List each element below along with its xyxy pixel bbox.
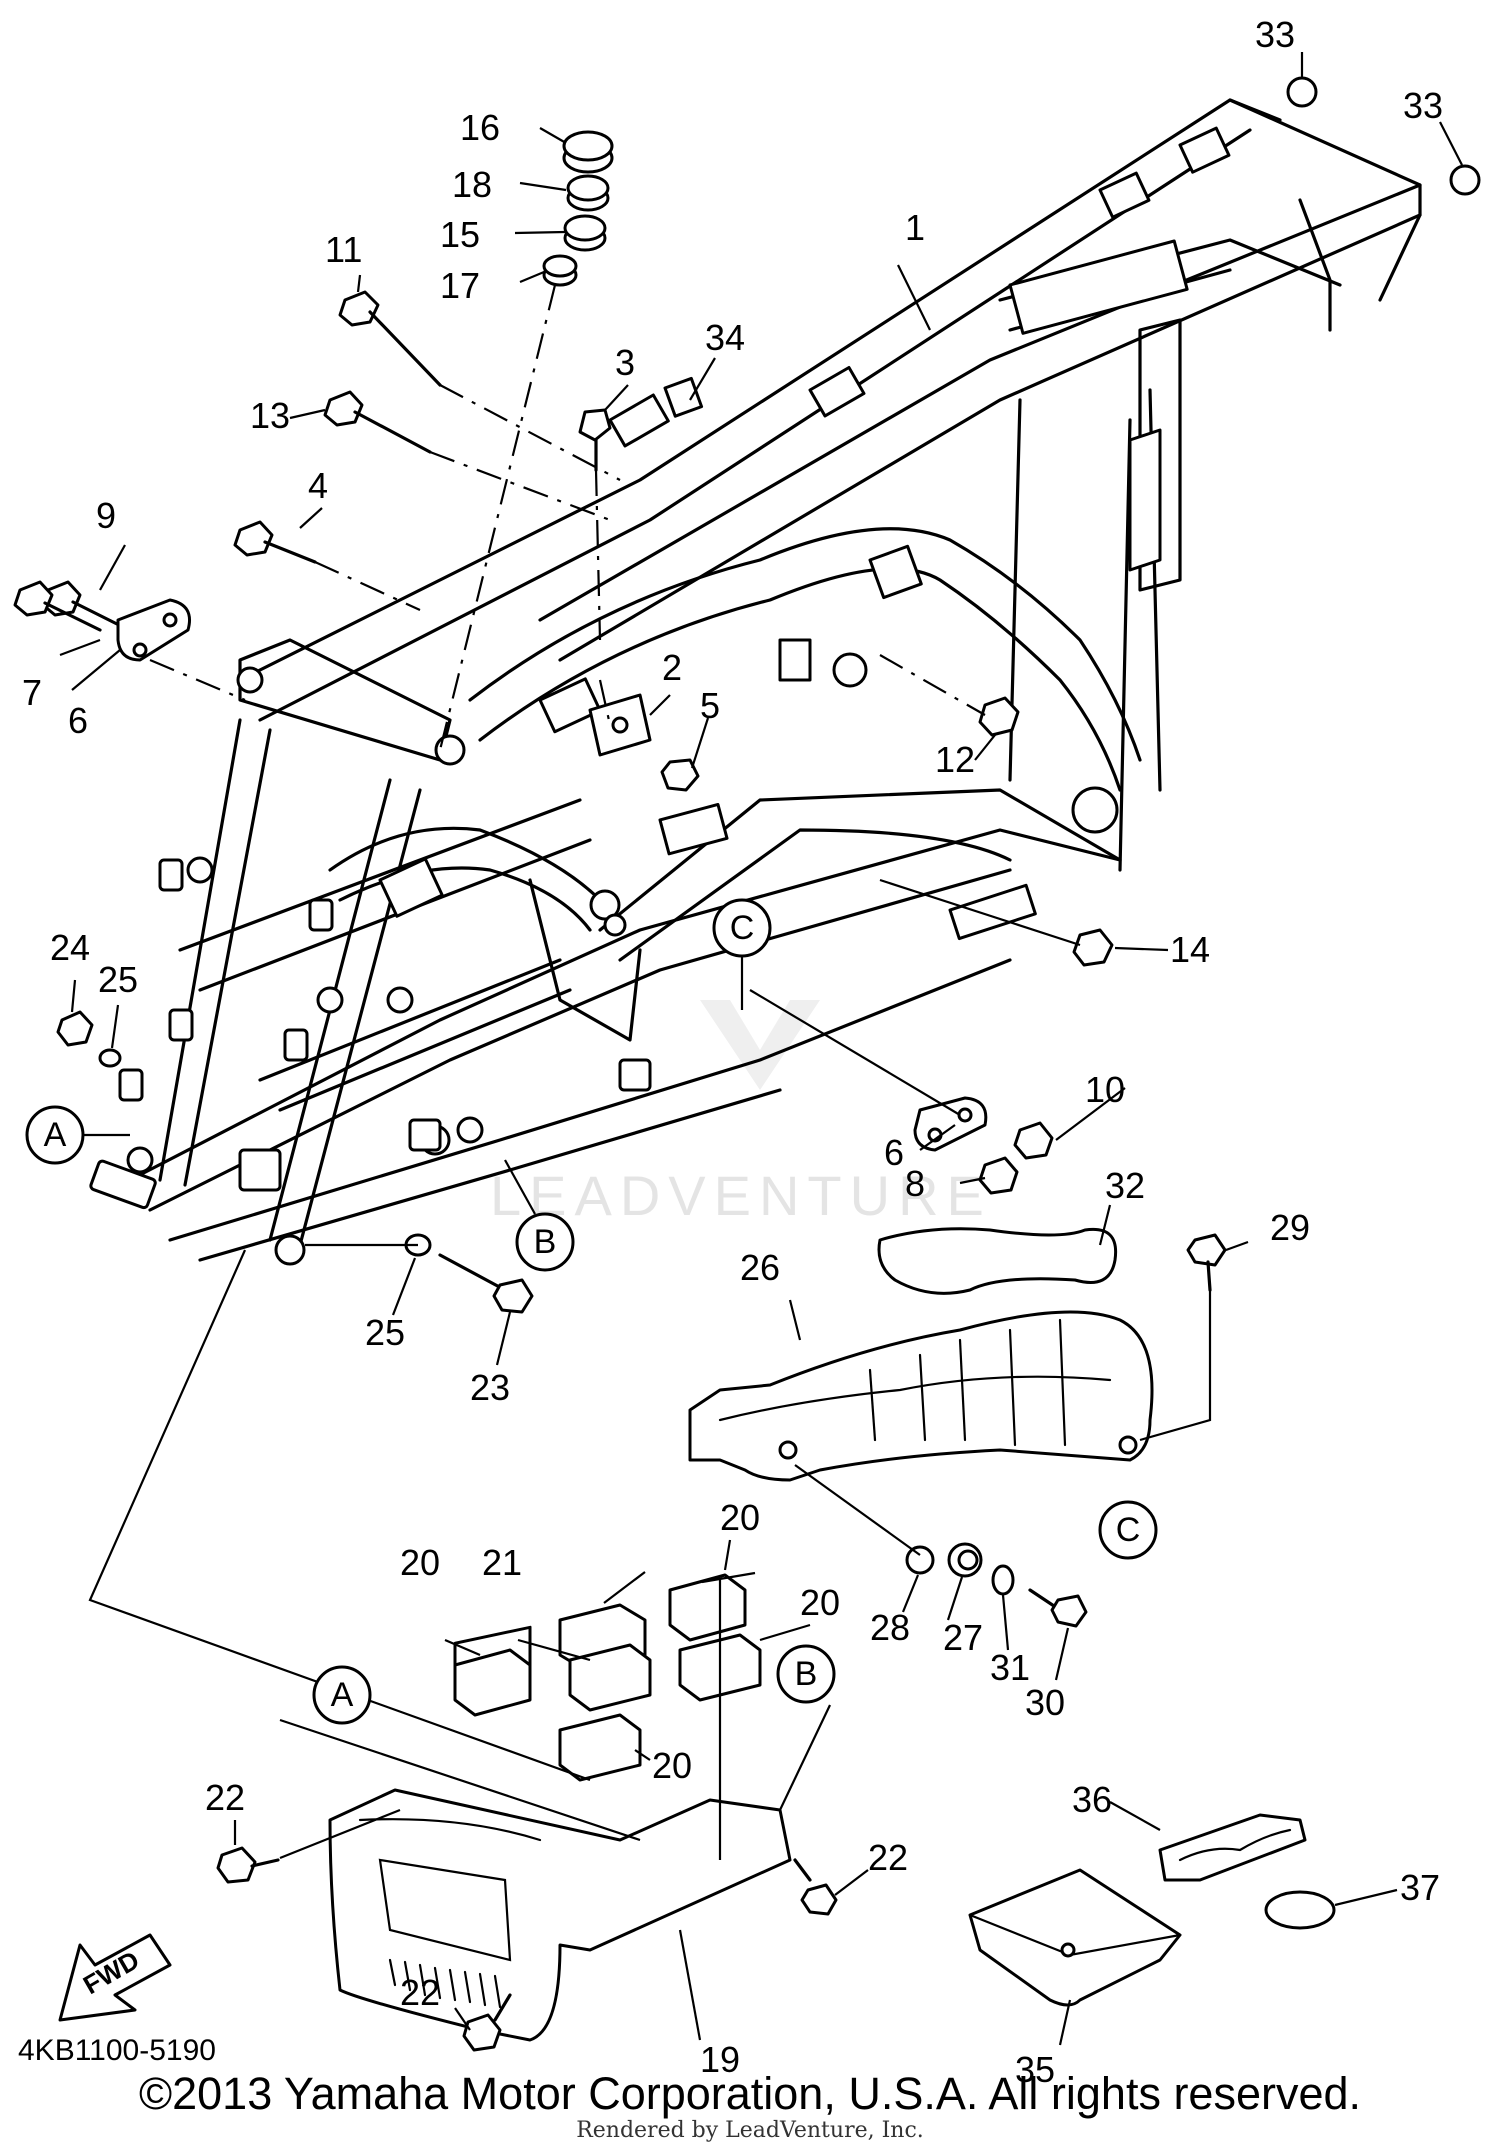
- part-number: 13: [250, 395, 290, 436]
- ref-label-a: A: [44, 1116, 67, 1154]
- part-number: 5: [700, 685, 720, 726]
- ref-label-b: B: [534, 1223, 557, 1261]
- reference-markers: A A B B C C: [25, 898, 1158, 1725]
- part-number: 20: [652, 1745, 692, 1786]
- part-number: 33: [1255, 14, 1295, 55]
- part-number: 18: [452, 164, 492, 205]
- part-number: 26: [740, 1247, 780, 1288]
- part-number: 22: [868, 1837, 908, 1878]
- part-number: 21: [482, 1542, 522, 1583]
- part-number: 17: [440, 265, 480, 306]
- part-number: 20: [400, 1542, 440, 1583]
- part-number: 30: [1025, 1682, 1065, 1723]
- part-number: 2: [662, 647, 682, 688]
- part-number: 15: [440, 214, 480, 255]
- watermark: LEADVENTURE: [490, 1000, 992, 1227]
- part-number: 6: [884, 1132, 904, 1173]
- part-number: 19: [700, 2039, 740, 2080]
- watermark-text: LEADVENTURE: [490, 1164, 992, 1227]
- part-number: 25: [98, 959, 138, 1000]
- part-number: 27: [943, 1617, 983, 1658]
- top-fasteners: [13, 76, 1481, 967]
- part-number: 33: [1403, 85, 1443, 126]
- main-frame: [89, 98, 1422, 1266]
- ref-label-b: B: [795, 1655, 818, 1693]
- part-number: 35: [1015, 2049, 1055, 2090]
- part-number: 7: [22, 672, 42, 713]
- part-number: 28: [870, 1607, 910, 1648]
- part-number: 14: [1170, 929, 1210, 970]
- rear-mount-fasteners: [749, 989, 1054, 1195]
- drawing-code: 4KB1100-5190: [18, 2034, 216, 2067]
- part-number: 10: [1085, 1069, 1125, 1110]
- heat-guard-assembly: [688, 1227, 1227, 1628]
- part-number: 37: [1400, 1867, 1440, 1908]
- part-number: 29: [1270, 1207, 1310, 1248]
- part-number: 23: [470, 1367, 510, 1408]
- fwd-arrow-icon: FWD: [58, 1933, 172, 2022]
- part-number: 16: [460, 107, 500, 148]
- part-number: 25: [365, 1312, 405, 1353]
- ref-label-a: A: [331, 1676, 354, 1714]
- part-number: 32: [1105, 1165, 1145, 1206]
- ref-label-c: C: [730, 909, 755, 947]
- part-number: 12: [935, 739, 975, 780]
- part-number: 9: [96, 495, 116, 536]
- part-number: 34: [705, 317, 745, 358]
- part-number: 4: [308, 465, 328, 506]
- part-number: 22: [400, 1972, 440, 2013]
- accessory-parts: [968, 1813, 1336, 2007]
- copyright-notice: ©2013 Yamaha Motor Corporation, U.S.A. A…: [138, 2068, 1362, 2119]
- skid-plate-assembly: [88, 1249, 838, 2052]
- part-number: 1: [905, 207, 925, 248]
- left-fasteners: [56, 1010, 534, 1314]
- part-number: 20: [800, 1582, 840, 1623]
- part-number: 6: [68, 700, 88, 741]
- part-number: 11: [325, 229, 362, 270]
- part-number: 20: [720, 1497, 760, 1538]
- ref-label-c: C: [1116, 1511, 1141, 1549]
- part-callouts: 1 2 3 4 5 6 6 7 8 9 10 11 12 13 14 15 16…: [22, 14, 1463, 2090]
- part-number: 22: [205, 1777, 245, 1818]
- part-number: 3: [615, 342, 635, 383]
- part-number: 31: [990, 1647, 1030, 1688]
- rendered-by-notice: Rendered by LeadVenture, Inc.: [576, 2118, 924, 2143]
- part-number: 36: [1072, 1779, 1112, 1820]
- part-number: 8: [905, 1163, 925, 1204]
- part-number: 24: [50, 927, 90, 968]
